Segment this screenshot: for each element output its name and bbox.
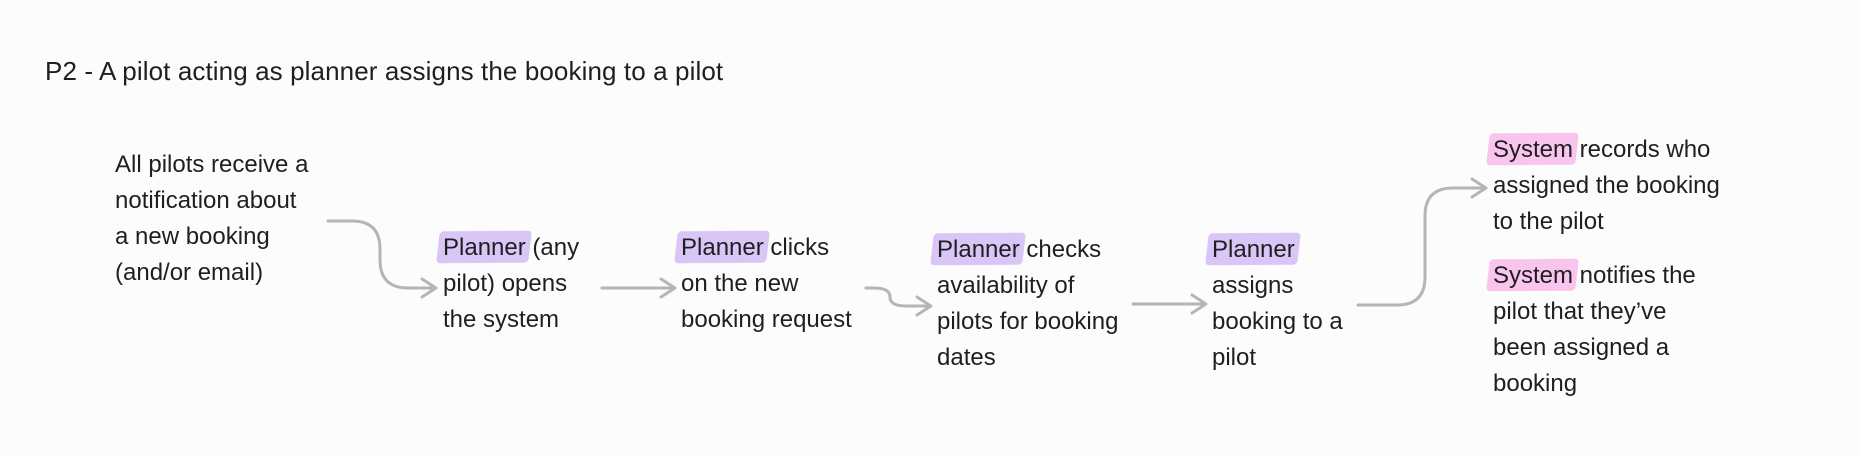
step-text-line: Planner clicks <box>681 230 852 266</box>
planner-highlighted-word: Planner <box>681 234 764 261</box>
step-text-line: dates <box>937 340 1118 376</box>
step-text-segment: (any <box>525 234 580 261</box>
step-4-planner-checks-availability[interactable]: Planner checks availability of pilots for … <box>937 232 1118 376</box>
step-text-segment: records who <box>1573 136 1711 163</box>
step-text-line: pilots for booking <box>937 304 1118 340</box>
step-text-line: been assigned a <box>1493 330 1696 366</box>
planner-highlighted-word: Planner <box>443 234 526 261</box>
step-text-segment: a new booking <box>115 223 270 250</box>
step-text-line: Planner checks <box>937 232 1118 268</box>
step-text-line: availability of <box>937 268 1118 304</box>
arrow-step3-to-step4[interactable] <box>864 286 933 317</box>
arrow-step4-to-step5[interactable] <box>1131 293 1208 315</box>
step-text-line: pilot) opens <box>443 266 579 302</box>
step-2-planner-opens-system[interactable]: Planner (any pilot) opens the system <box>443 230 579 338</box>
system-highlighted-word: System <box>1493 262 1574 289</box>
step-text-line: to the pilot <box>1493 204 1720 240</box>
step-text-segment: the system <box>443 306 560 333</box>
step-text-segment: to the pilot <box>1493 208 1604 235</box>
step-text-segment: All pilots receive a <box>115 151 309 178</box>
step-text-segment: pilot that they’ve <box>1493 298 1667 325</box>
step-text-line: a new booking <box>115 219 308 255</box>
planner-highlighted-word: Planner <box>1212 236 1295 263</box>
step-text-segment: assigned the booking <box>1493 172 1720 199</box>
arrow-step2-to-step3[interactable] <box>600 277 677 299</box>
step-text-segment: been assigned a <box>1493 334 1670 361</box>
step-text-segment: pilot) opens <box>443 270 568 297</box>
step-text-line: the system <box>443 302 579 338</box>
step-text-line: assigned the booking <box>1493 168 1720 204</box>
step-text-line: System notifies the <box>1493 258 1696 294</box>
step-text-segment: booking request <box>681 306 852 333</box>
step-text-line: System records who <box>1493 132 1720 168</box>
step-text-segment: assigns <box>1212 272 1294 299</box>
step-text-line: Planner <box>1212 232 1343 268</box>
step-text-line: (and/or email) <box>115 255 308 291</box>
planner-highlighted-word: Planner <box>937 236 1020 263</box>
step-text-line: assigns <box>1212 268 1343 304</box>
step-text-segment: availability of <box>937 272 1075 299</box>
step-text-segment: checks <box>1019 236 1102 263</box>
step-5-planner-assigns-booking[interactable]: Planner assigns booking to a pilot <box>1212 232 1343 376</box>
arrow-step1-to-step2[interactable] <box>326 219 438 299</box>
step-6-system-records-assigner[interactable]: System records who assigned the booking to… <box>1493 132 1720 240</box>
step-text-line: on the new <box>681 266 852 302</box>
step-text-segment: (and/or email) <box>115 259 264 286</box>
step-text-line: All pilots receive a <box>115 147 308 183</box>
step-text-segment: pilots for booking <box>937 308 1119 335</box>
arrow-step5-to-step6[interactable] <box>1356 177 1488 307</box>
step-text-segment: on the new <box>681 270 799 297</box>
step-1-pilots-receive-notification[interactable]: All pilots receive a notification about a … <box>115 147 308 291</box>
step-text-segment: dates <box>937 344 996 371</box>
step-7-system-notifies-pilot[interactable]: System notifies the pilot that they’ve bee… <box>1493 258 1696 402</box>
step-text-segment: notification about <box>115 187 297 214</box>
step-text-line: booking request <box>681 302 852 338</box>
step-text-line: pilot that they’ve <box>1493 294 1696 330</box>
step-text-segment: booking <box>1493 370 1578 397</box>
flow-title[interactable]: P2 - A pilot acting as planner assigns t… <box>45 56 724 86</box>
step-text-segment: pilot <box>1212 344 1257 371</box>
step-text-line: Planner (any <box>443 230 579 266</box>
step-text-segment: booking to a <box>1212 308 1343 335</box>
step-3-planner-clicks-booking-request[interactable]: Planner clicks on the new booking request <box>681 230 852 338</box>
step-text-segment: notifies the <box>1573 262 1696 289</box>
step-text-line: pilot <box>1212 340 1343 376</box>
step-text-line: booking <box>1493 366 1696 402</box>
step-text-segment: clicks <box>763 234 830 261</box>
step-text-line: booking to a <box>1212 304 1343 340</box>
step-text-line: notification about <box>115 183 308 219</box>
system-highlighted-word: System <box>1493 136 1574 163</box>
